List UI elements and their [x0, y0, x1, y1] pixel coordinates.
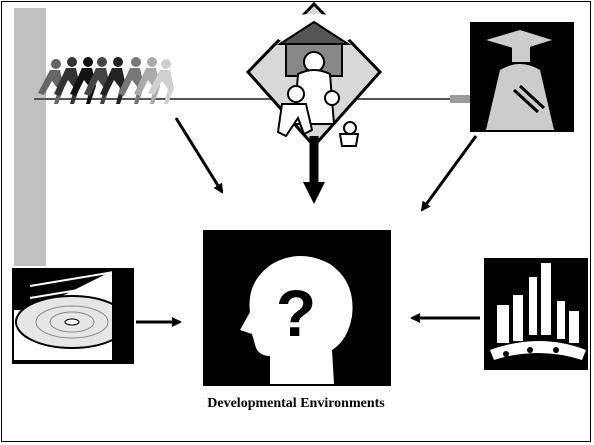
left-accent-bar: [14, 8, 46, 266]
head-silhouette-icon: ?: [203, 230, 391, 386]
horizontal-connector-line: [34, 98, 478, 100]
diagram-caption: Developmental Environments: [207, 396, 385, 411]
runners-icon: [38, 57, 174, 104]
arrow-runners-to-center: [174, 117, 224, 194]
city-industry-icon: [484, 258, 588, 370]
cd-disc-icon: [12, 268, 134, 364]
family-house-icon: [245, 1, 383, 149]
center-question-mark: ?: [276, 276, 316, 350]
arrow-graduate-to-center: [420, 135, 478, 212]
connector-stub: [450, 95, 480, 103]
graduate-icon: [470, 22, 574, 132]
